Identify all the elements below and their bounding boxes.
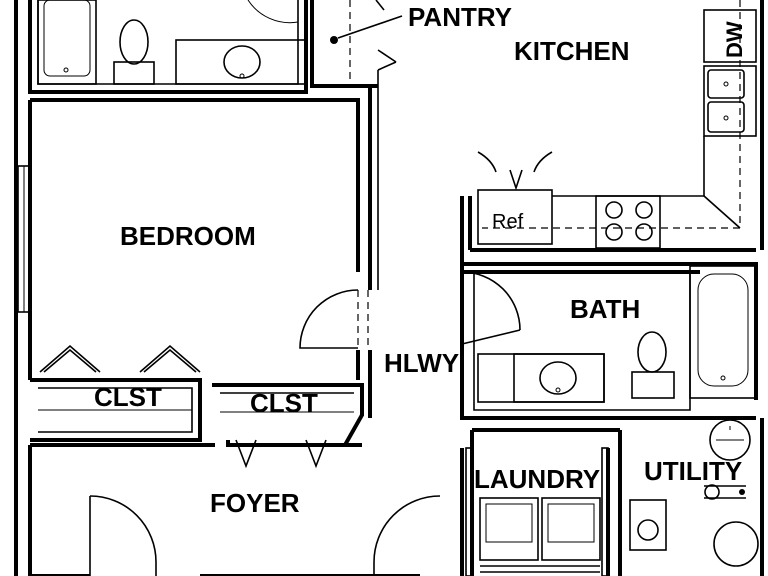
bath-label: BATH: [570, 294, 640, 324]
pantry-label: PANTRY: [408, 2, 512, 32]
sink: [223, 45, 261, 79]
laundry: LAUNDRY: [465, 447, 609, 576]
vanity: [175, 39, 307, 85]
top-bath-fixtures: [37, 0, 307, 85]
dishwasher: [703, 9, 757, 63]
bathtub: [37, 0, 97, 85]
entry-door-swing: [89, 495, 157, 576]
refrigerator: [477, 189, 553, 245]
walls: [14, 0, 764, 576]
hvac-unit: [629, 499, 667, 551]
bedroom-door-swing: [299, 289, 359, 349]
valve-icon: [704, 484, 746, 500]
water-heater: [709, 419, 751, 461]
pantry: PANTRY: [330, 0, 512, 86]
refrigerator-label: Ref: [492, 211, 524, 233]
hallway-label: HLWY: [384, 348, 459, 378]
foyer-label: FOYER: [210, 488, 300, 518]
bath: BATH: [477, 265, 757, 403]
kitchen: KITCHEN DW Ref: [477, 0, 757, 249]
hallway: HLWY: [384, 271, 521, 378]
washer: [479, 497, 539, 561]
dryer: [541, 497, 601, 561]
pantry-marker: [330, 36, 338, 44]
bedroom-label: BEDROOM: [120, 221, 256, 251]
left-closet: CLST: [38, 344, 201, 412]
toilet: [119, 19, 149, 65]
range: [595, 195, 661, 249]
laundry-label: LAUNDRY: [474, 464, 600, 494]
kitchen-sink: [703, 65, 757, 137]
utility-tank: [713, 521, 759, 567]
laundry-door-swing: [373, 495, 441, 576]
bath-door-swing: [461, 271, 521, 331]
closet-left-label: CLST: [94, 382, 162, 412]
foyer: FOYER: [89, 488, 463, 576]
bath-tub: [689, 265, 757, 399]
dishwasher-label: DW: [722, 21, 747, 58]
bath-vanity: [477, 353, 605, 403]
utility: UTILITY: [629, 419, 759, 567]
right-closet: CLST: [220, 388, 354, 469]
bath-toilet: [637, 331, 667, 373]
kitchen-label: KITCHEN: [514, 36, 630, 66]
utility-label: UTILITY: [644, 456, 742, 486]
bedroom: BEDROOM: [17, 165, 369, 349]
closet-right-label: CLST: [250, 388, 318, 418]
bath-sink: [539, 361, 577, 395]
